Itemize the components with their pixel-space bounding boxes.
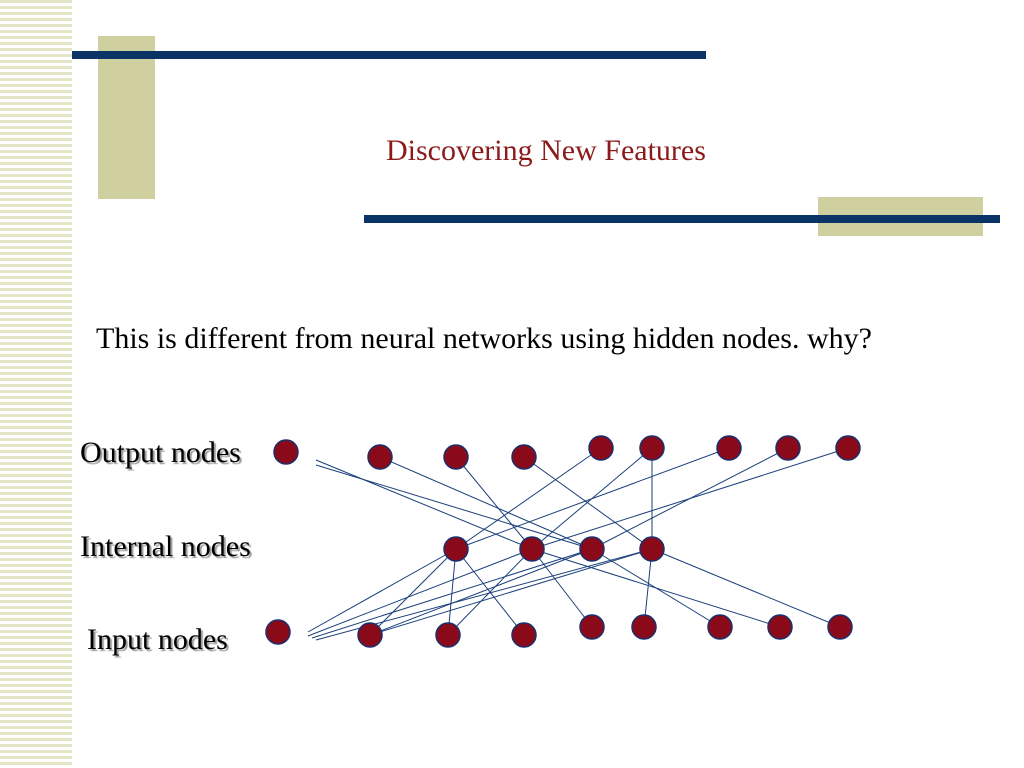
internal-node bbox=[443, 536, 469, 562]
decorative-line-top bbox=[72, 51, 706, 59]
edge bbox=[447, 548, 457, 636]
edge bbox=[379, 456, 593, 550]
edge bbox=[651, 548, 841, 628]
internal-node bbox=[519, 536, 545, 562]
edge bbox=[455, 447, 730, 550]
decorative-block-top bbox=[98, 36, 155, 199]
input-node bbox=[435, 622, 461, 648]
slide-body-text: This is different from neural networks u… bbox=[96, 322, 872, 355]
input-node bbox=[767, 614, 793, 640]
edge bbox=[315, 464, 593, 550]
output-node bbox=[273, 439, 299, 465]
edge bbox=[531, 447, 849, 550]
edge bbox=[307, 548, 533, 637]
output-nodes-label: Output nodes bbox=[80, 436, 241, 469]
output-node bbox=[367, 444, 393, 470]
output-node bbox=[775, 435, 801, 461]
edge bbox=[455, 447, 602, 550]
edge bbox=[455, 456, 533, 550]
input-node bbox=[511, 622, 537, 648]
slide-title: Discovering New Features bbox=[386, 134, 706, 167]
edge bbox=[307, 548, 457, 633]
edges bbox=[307, 447, 849, 641]
input-node bbox=[707, 614, 733, 640]
output-node bbox=[511, 444, 537, 470]
output-node bbox=[716, 435, 742, 461]
internal-node bbox=[579, 536, 605, 562]
edge bbox=[369, 548, 457, 636]
edge bbox=[643, 548, 653, 628]
input-node bbox=[827, 614, 853, 640]
internal-node bbox=[639, 536, 665, 562]
nodes bbox=[265, 435, 861, 648]
input-node bbox=[579, 614, 605, 640]
edge bbox=[455, 548, 525, 636]
output-node bbox=[443, 444, 469, 470]
output-node bbox=[588, 435, 614, 461]
edge bbox=[531, 548, 781, 628]
input-node bbox=[265, 619, 291, 645]
input-node bbox=[357, 622, 383, 648]
output-node bbox=[639, 435, 665, 461]
striped-sidebar bbox=[0, 0, 72, 768]
input-nodes-label: Input nodes bbox=[87, 623, 228, 656]
edge bbox=[523, 456, 653, 550]
edge bbox=[531, 548, 593, 628]
output-node bbox=[835, 435, 861, 461]
edge bbox=[315, 459, 533, 550]
input-node bbox=[631, 614, 657, 640]
decorative-line-bottom bbox=[364, 215, 1000, 223]
internal-nodes-label: Internal nodes bbox=[80, 530, 251, 563]
edge bbox=[369, 548, 593, 636]
edge bbox=[369, 548, 653, 636]
